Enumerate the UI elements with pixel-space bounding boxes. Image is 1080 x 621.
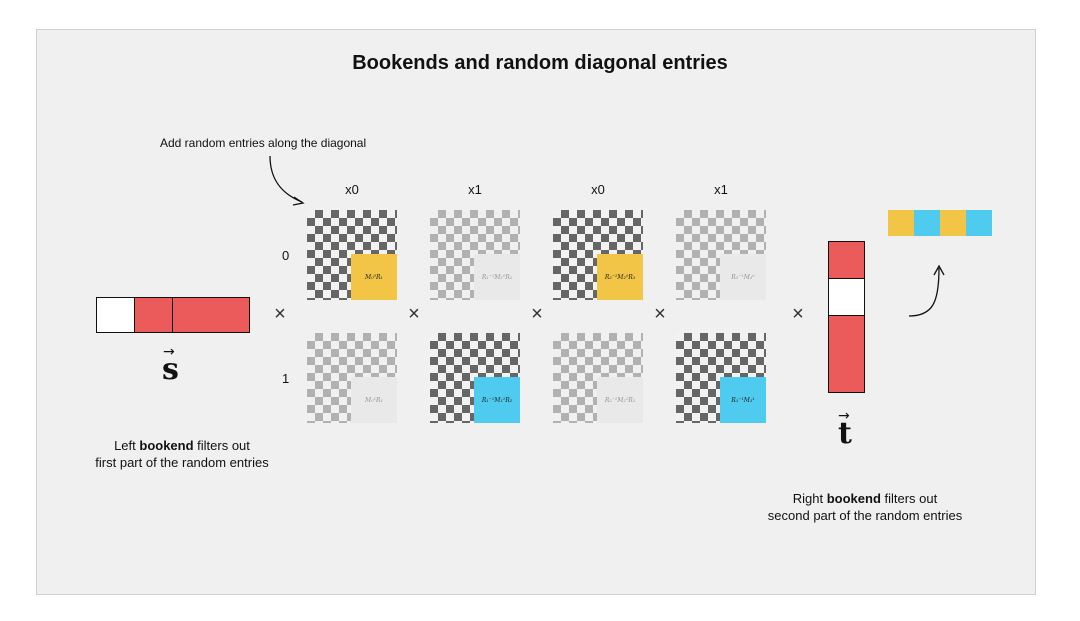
caption-text: first part of the random entries [95, 455, 269, 470]
diagram-title: Bookends and random diagonal entries [352, 52, 728, 74]
matrix-entry: R₃⁻¹M₃¹ [720, 377, 766, 423]
caption-text: second part of the random entries [767, 508, 963, 523]
times-icon: × [654, 303, 666, 325]
vector-s-cell [97, 298, 135, 332]
vector-t-cell [829, 316, 864, 392]
left-bookend-caption: Left bookend filters out first part of t… [62, 437, 302, 471]
column-label: x1 [468, 182, 482, 197]
caption-text: filters out [880, 491, 938, 506]
column-label: x0 [345, 182, 359, 197]
caption-bold: bookend [139, 438, 194, 453]
vector-t-label: t [838, 416, 852, 451]
result-cell [940, 210, 966, 236]
vector-s-label: s [162, 352, 179, 387]
vector-arrow-icon: → [163, 344, 175, 360]
matrix-row1-col1: R₁⁻¹M₁¹R₂ [430, 333, 520, 423]
column-label: x1 [714, 182, 728, 197]
matrix-row0-col1: R₁⁻¹M₁⁰R₂ [430, 210, 520, 300]
vector-s-cell [173, 298, 249, 332]
annotation-arrow-icon [269, 155, 305, 206]
matrix-row1-col2: R₂⁻¹M₂¹R₃ [553, 333, 643, 423]
vector-s [96, 297, 250, 333]
matrix-entry: R₁⁻¹M₁¹R₂ [474, 377, 520, 423]
column-label: x0 [591, 182, 605, 197]
times-icon: × [274, 303, 286, 325]
vector-t-cell [829, 279, 864, 316]
result-strip [888, 210, 992, 236]
result-cell [888, 210, 914, 236]
vector-t [828, 241, 865, 393]
matrix-row0-col0: M₀⁰R₁ [307, 210, 397, 300]
matrix-row1-col3: R₃⁻¹M₃¹ [676, 333, 766, 423]
caption-text: Right [792, 491, 827, 506]
times-icon: × [792, 303, 804, 325]
vector-arrow-icon: → [838, 408, 850, 424]
matrix-entry: M₀¹R₁ [351, 377, 397, 423]
times-icon: × [531, 303, 543, 325]
caption-text: filters out [193, 438, 250, 453]
matrix-entry: M₀⁰R₁ [351, 254, 397, 300]
matrix-row1-col0: M₀¹R₁ [307, 333, 397, 423]
vector-t-cell [829, 242, 864, 279]
matrix-entry: R₁⁻¹M₁⁰R₂ [474, 254, 520, 300]
times-icon: × [408, 303, 420, 325]
caption-text: Left [114, 438, 140, 453]
caption-bold: bookend [826, 491, 881, 506]
matrix-entry: R₂⁻¹M₂¹R₃ [597, 377, 643, 423]
result-cell [914, 210, 940, 236]
row-label: 1 [282, 371, 290, 386]
result-cell [966, 210, 992, 236]
right-bookend-caption: Right bookend filters out second part of… [740, 490, 990, 524]
matrix-row0-col2: R₂⁻¹M₂⁰R₃ [553, 210, 643, 300]
matrix-entry: R₃⁻¹M₃⁰ [720, 254, 766, 300]
diagonal-annotation: Add random entries along the diagonal [160, 136, 367, 150]
row-label: 0 [282, 248, 290, 263]
vector-s-cell [135, 298, 173, 332]
matrix-entry: R₂⁻¹M₂⁰R₃ [597, 254, 643, 300]
result-arrow-icon [908, 264, 945, 317]
matrix-row0-col3: R₃⁻¹M₃⁰ [676, 210, 766, 300]
